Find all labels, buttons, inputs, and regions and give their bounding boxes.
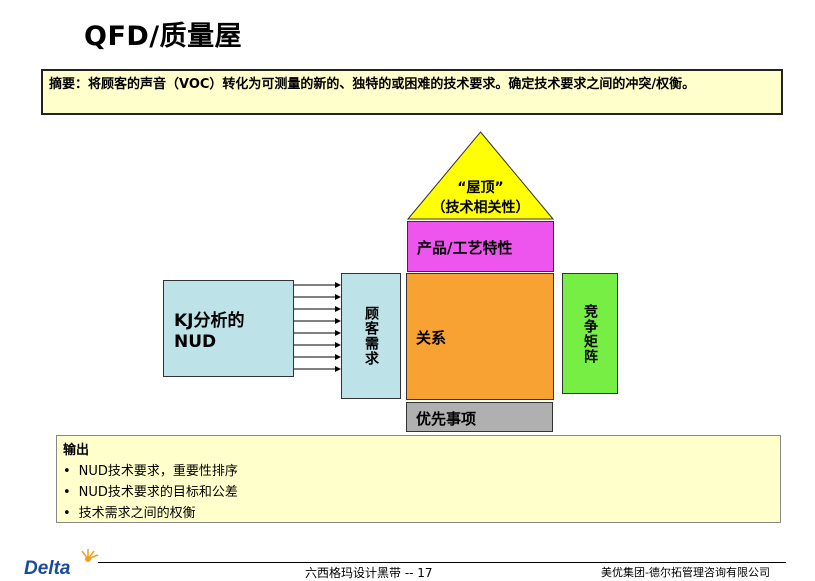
product-characteristics-box: 产品/工艺特性: [407, 221, 554, 272]
compete-label: 竞争矩阵: [582, 303, 598, 364]
footer-page-label: 六西格玛设计黑带 -- 17: [305, 566, 433, 580]
customer-needs-box: 顾客需求: [341, 273, 401, 399]
priority-label: 优先事项: [416, 410, 477, 428]
summary-box: 摘要：将顾客的声音（VOC）转化为可测量的新的、独特的或困难的技术要求。确定技术…: [41, 69, 783, 115]
kj-label-line2: NUD: [174, 332, 217, 352]
relation-label: 关系: [416, 329, 447, 347]
roof-label-line2: （技术相关性）: [431, 200, 530, 216]
input-arrows: [294, 282, 341, 372]
page-title: QFD/质量屋: [84, 21, 243, 52]
priorities-box: 优先事项: [406, 402, 553, 432]
kj-analysis-box: KJ分析的 NUD: [163, 280, 294, 377]
kj-label-line1: KJ分析的: [174, 311, 245, 331]
customer-label: 顾客需求: [363, 306, 379, 366]
roof-triangle: [407, 131, 554, 220]
relationship-matrix-box: 关系: [406, 273, 554, 400]
summary-text: 摘要：将顾客的声音（VOC）转化为可测量的新的、独特的或困难的技术要求。确定技术…: [49, 77, 696, 92]
footer-divider: [98, 562, 786, 563]
roof-label: “屋顶” （技术相关性）: [407, 178, 554, 218]
output-list: NUD技术要求，重要性排序 NUD技术要求的目标和公差 技术需求之间的权衡: [63, 461, 774, 524]
logo-text: Delta: [24, 558, 71, 579]
product-label: 产品/工艺特性: [417, 239, 513, 257]
delta-logo-icon: [81, 549, 99, 562]
list-item: 技术需求之间的权衡: [63, 503, 774, 524]
output-title: 输出: [63, 443, 90, 458]
output-box: 输出 NUD技术要求，重要性排序 NUD技术要求的目标和公差 技术需求之间的权衡: [56, 435, 781, 523]
list-item: NUD技术要求，重要性排序: [63, 461, 774, 482]
roof-label-line1: “屋顶”: [457, 180, 504, 196]
competitive-matrix-box: 竞争矩阵: [562, 273, 618, 394]
footer-company: 美优集团-德尔拓管理咨询有限公司: [601, 566, 770, 579]
list-item: NUD技术要求的目标和公差: [63, 482, 774, 503]
